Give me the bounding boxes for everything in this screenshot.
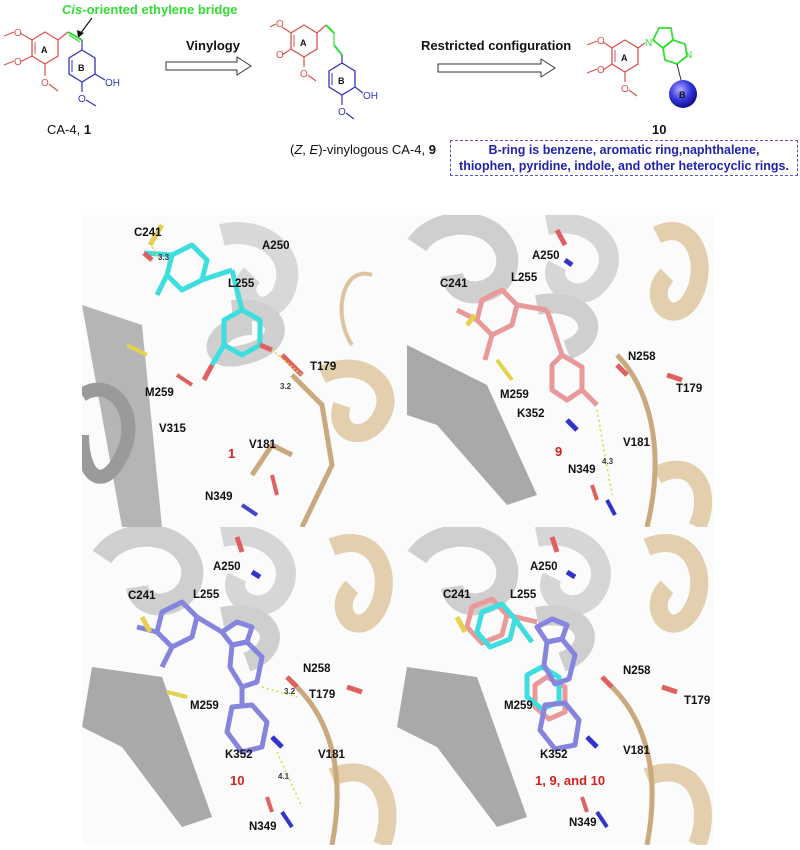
residue-label: V181 [623,437,650,449]
svg-text:O: O [41,78,49,89]
residue-label: V181 [623,745,650,757]
residue-label: M259 [145,387,174,399]
ring-a-label: A [41,45,48,55]
residue-label: N258 [623,665,651,677]
svg-text:O: O [14,28,22,39]
residue-label: L255 [228,278,255,290]
bridge-label-italic: Cis [62,2,83,17]
residue-label: L255 [510,589,537,601]
residue-label: N349 [205,491,233,503]
distance-label: 4.1 [278,772,290,781]
protein-ribbon-icon [407,215,713,527]
svg-text:O: O [621,84,629,95]
caption-e: E [309,142,319,157]
b-ring-ball-icon [669,80,697,108]
svg-text:O: O [597,36,605,47]
residue-label: C241 [443,589,471,601]
residue-label: M259 [190,700,219,712]
residue-label: N349 [569,817,597,829]
residue-label: N258 [628,351,656,363]
residue-label: V315 [159,423,186,435]
compound-1-number: 1 [83,122,92,137]
n-atom-label: N [685,50,692,61]
docking-panel-compound-9: A250 C241 L255 N258 T179 M259 K352 V181 … [397,215,713,527]
residue-label: N258 [303,663,331,675]
residue-label: K352 [540,749,568,761]
residue-label: M259 [500,389,529,401]
docking-panel-compound-10: A250 C241 L255 N258 T179 M259 K352 V181 … [82,527,397,845]
docking-panel-compound-1: C241 A250 L255 T179 M259 V315 V181 N349 … [82,215,397,527]
svg-text:O: O [276,50,284,61]
residue-label: L255 [193,589,220,601]
compound-9-number: 9 [428,142,436,157]
compound-label: 1, 9, and 10 [535,773,606,788]
bridge-label-text: -oriented ethylene bridge [82,2,238,17]
ring-b-label: B [78,63,85,73]
caption-z: Z [294,142,303,157]
compound-1-caption: CA-4, 1 [47,122,91,137]
compound-9-caption: (Z, E)-vinylogous CA-4, 9 [290,142,436,157]
arrow-vinylogy-label: Vinylogy [186,38,240,53]
protein-ribbon-icon [82,222,395,527]
residue-label: C241 [134,227,162,239]
compound-10-number: 10 [652,122,667,137]
docking-panel-overlay-1-9-10: A250 C241 L255 N258 T179 M259 K352 V181 … [397,527,713,845]
residue-label: L255 [511,272,538,284]
residue-label: N349 [249,821,277,833]
residue-label: C241 [440,278,468,290]
bridge-label: Cis-oriented ethylene bridge [62,2,238,17]
caption-part: )-vinylogous CA-4, [318,142,429,157]
b-ring-note-line1: B-ring is benzene, aromatic ring,naphtha… [488,143,760,157]
ring-a-label: A [300,38,307,48]
residue-label: A250 [530,561,558,573]
svg-text:O: O [300,69,308,80]
residue-label: A250 [532,250,560,262]
residue-label: C241 [128,590,156,602]
ring-b-label: B [679,90,686,100]
compound-1-structure: A O O O B OH O [3,17,120,107]
compound-label: 10 [230,773,245,788]
ring-b-label: B [338,76,345,86]
arrow-restricted-icon [437,58,556,78]
caption-part: , [302,142,310,157]
residue-label: T179 [684,695,711,707]
compound-9-structure: A O O O B OH O [270,19,378,120]
residue-label: N349 [568,464,596,476]
caption-part: ( [290,142,295,157]
residue-label: T179 [676,383,703,395]
residue-label: M259 [504,700,533,712]
distance-label: 3.2 [280,382,292,391]
arrow-restricted-label: Restricted configuration [421,38,572,53]
residue-label: K352 [225,749,253,761]
arrow-vinylogy-icon [165,56,252,76]
distance-label: 3.3 [158,253,170,262]
ring-a-label: A [621,53,628,63]
residue-label: V181 [249,439,276,451]
compound-10-structure: A O O O N N B [586,27,697,108]
protein-ribbon-icon [397,527,712,845]
distance-label: 4.3 [602,457,614,466]
svg-text:O: O [276,19,284,30]
residue-label: A250 [213,561,241,573]
svg-text:O: O [78,94,86,105]
b-ring-note: B-ring is benzene, aromatic ring,naphtha… [450,140,798,176]
oh-label: OH [105,78,120,89]
residue-label: T179 [310,361,337,373]
svg-text:O: O [338,107,346,118]
residue-label: K352 [517,408,545,420]
compound-label: 1 [228,446,236,461]
residue-label: V181 [318,749,345,761]
protein-ribbon-icon [82,527,397,845]
svg-text:O: O [597,65,605,76]
residue-label: A250 [262,240,290,252]
b-ring-note-line2: thiophen, pyridine, indole, and other he… [459,159,789,173]
svg-text:O: O [14,57,22,68]
residue-label: T179 [309,689,336,701]
distance-label: 3.2 [284,687,296,696]
compound-label: 9 [555,444,563,459]
compound-1-name: CA-4, [47,122,84,137]
oh-label: OH [363,91,378,102]
n-atom-label: N [645,38,652,49]
